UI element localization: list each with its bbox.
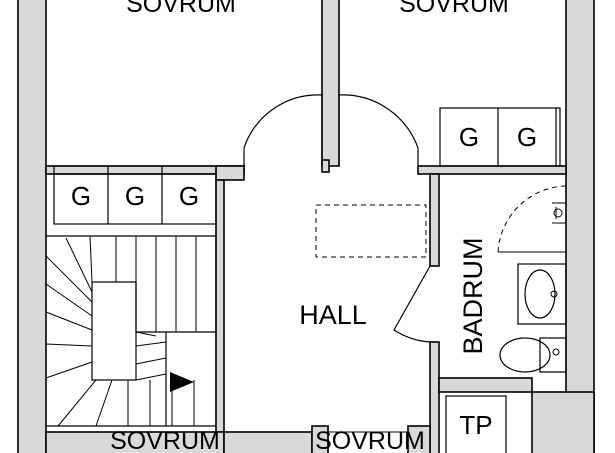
wall-divider-stub bbox=[321, 159, 330, 173]
wall-bottom-mid-left bbox=[223, 431, 313, 453]
room-label-bedroom-right: SOVRUM bbox=[399, 0, 509, 18]
wall-left-outer bbox=[17, 0, 47, 453]
shower-head-icon bbox=[552, 202, 566, 224]
wall-left-bedroom-bottom bbox=[45, 165, 245, 175]
wall-bath-left-lower bbox=[429, 341, 440, 453]
stair-direction-arrow-icon bbox=[170, 372, 194, 392]
walls bbox=[17, 0, 595, 453]
wardrobe-label: G bbox=[71, 181, 91, 211]
wall-right-bedroom-bottom bbox=[417, 165, 567, 175]
room-label-bottom-left: SOVRUM bbox=[110, 427, 220, 453]
wall-left-stub bbox=[215, 165, 245, 181]
wardrobe-label: G bbox=[517, 122, 537, 152]
wall-bedrooms-divider bbox=[321, 0, 340, 167]
room-label-bottom-right: SOVRUM bbox=[315, 427, 425, 453]
toilet bbox=[499, 337, 567, 373]
room-labels: SOVRUM SOVRUM HALL BADRUM TP SOVRUM SOVR… bbox=[110, 0, 509, 453]
door-bathroom bbox=[393, 265, 431, 343]
doors bbox=[243, 94, 431, 453]
wall-bath-left-upper bbox=[429, 173, 440, 267]
wall-right-lower bbox=[531, 391, 595, 453]
wardrobe-label: G bbox=[125, 181, 145, 211]
wall-right-outer bbox=[565, 0, 595, 453]
room-label-bedroom-left: SOVRUM bbox=[126, 0, 236, 18]
room-label-laundry: TP bbox=[459, 410, 492, 440]
wardrobe-right-row bbox=[439, 107, 561, 167]
wardrobe-label: G bbox=[459, 122, 479, 152]
shower-curtain bbox=[497, 185, 567, 253]
loft-hatch bbox=[315, 204, 427, 258]
room-label-hall: HALL bbox=[299, 300, 367, 330]
washbasin bbox=[517, 263, 567, 325]
stair-core bbox=[91, 281, 137, 381]
wall-bottom-stub-right bbox=[407, 425, 431, 453]
wardrobe-label: G bbox=[179, 181, 199, 211]
wall-bath-bottom bbox=[438, 377, 533, 393]
room-label-bathroom: BADRUM bbox=[458, 237, 488, 354]
door-right-bedroom bbox=[338, 94, 419, 166]
wardrobe-left-row bbox=[53, 165, 217, 225]
wardrobes-right: G G bbox=[439, 107, 561, 167]
laundry-cabinet bbox=[445, 395, 507, 453]
door-left-bedroom bbox=[243, 94, 323, 166]
staircase bbox=[45, 235, 217, 427]
wardrobes-left: G G G bbox=[53, 165, 217, 225]
bathroom-fixtures bbox=[497, 185, 567, 373]
wall-stairs-right bbox=[215, 179, 225, 433]
